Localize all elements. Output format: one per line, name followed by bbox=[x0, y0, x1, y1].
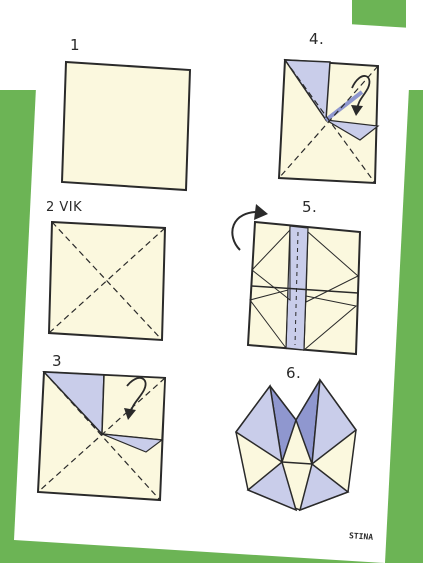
artist-signature: STINA bbox=[349, 531, 374, 542]
step-2-label: 2 VIK bbox=[46, 200, 82, 215]
step-3-label: 3 bbox=[52, 352, 62, 370]
step-4-diagram bbox=[279, 60, 378, 183]
step-2-diagram bbox=[49, 222, 165, 340]
step-3-diagram bbox=[38, 372, 165, 500]
step-4-label: 4. bbox=[309, 30, 324, 48]
step-5-label: 5. bbox=[302, 198, 317, 216]
step-1-label: 1 bbox=[70, 36, 80, 54]
step-1-diagram bbox=[62, 62, 190, 190]
step-6-label: 6. bbox=[286, 364, 301, 382]
